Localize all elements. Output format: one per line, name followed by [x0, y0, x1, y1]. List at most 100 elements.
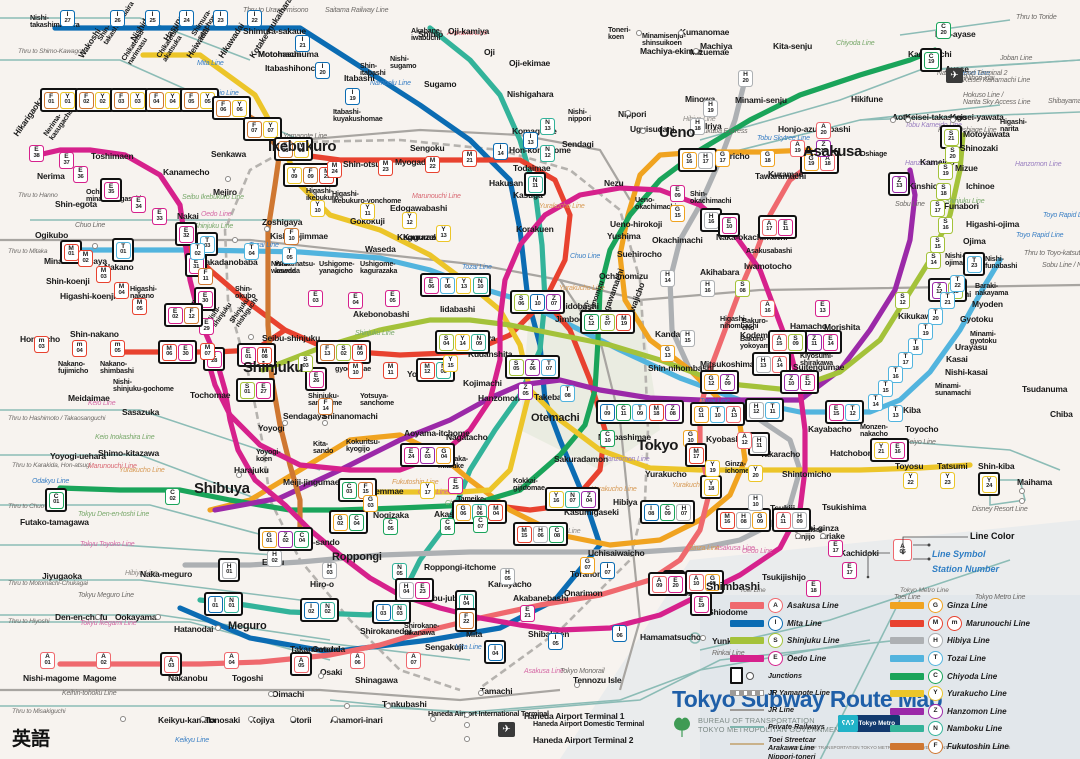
legend-marker-nippori-toneri-liner[interactable]: Nippori-toneriLiner	[730, 752, 830, 759]
legend-marker-jr-line[interactable]: JR Line	[730, 701, 830, 718]
legend-marker-jr-yamanote-line[interactable]: JR Yamanote Line	[730, 684, 830, 701]
